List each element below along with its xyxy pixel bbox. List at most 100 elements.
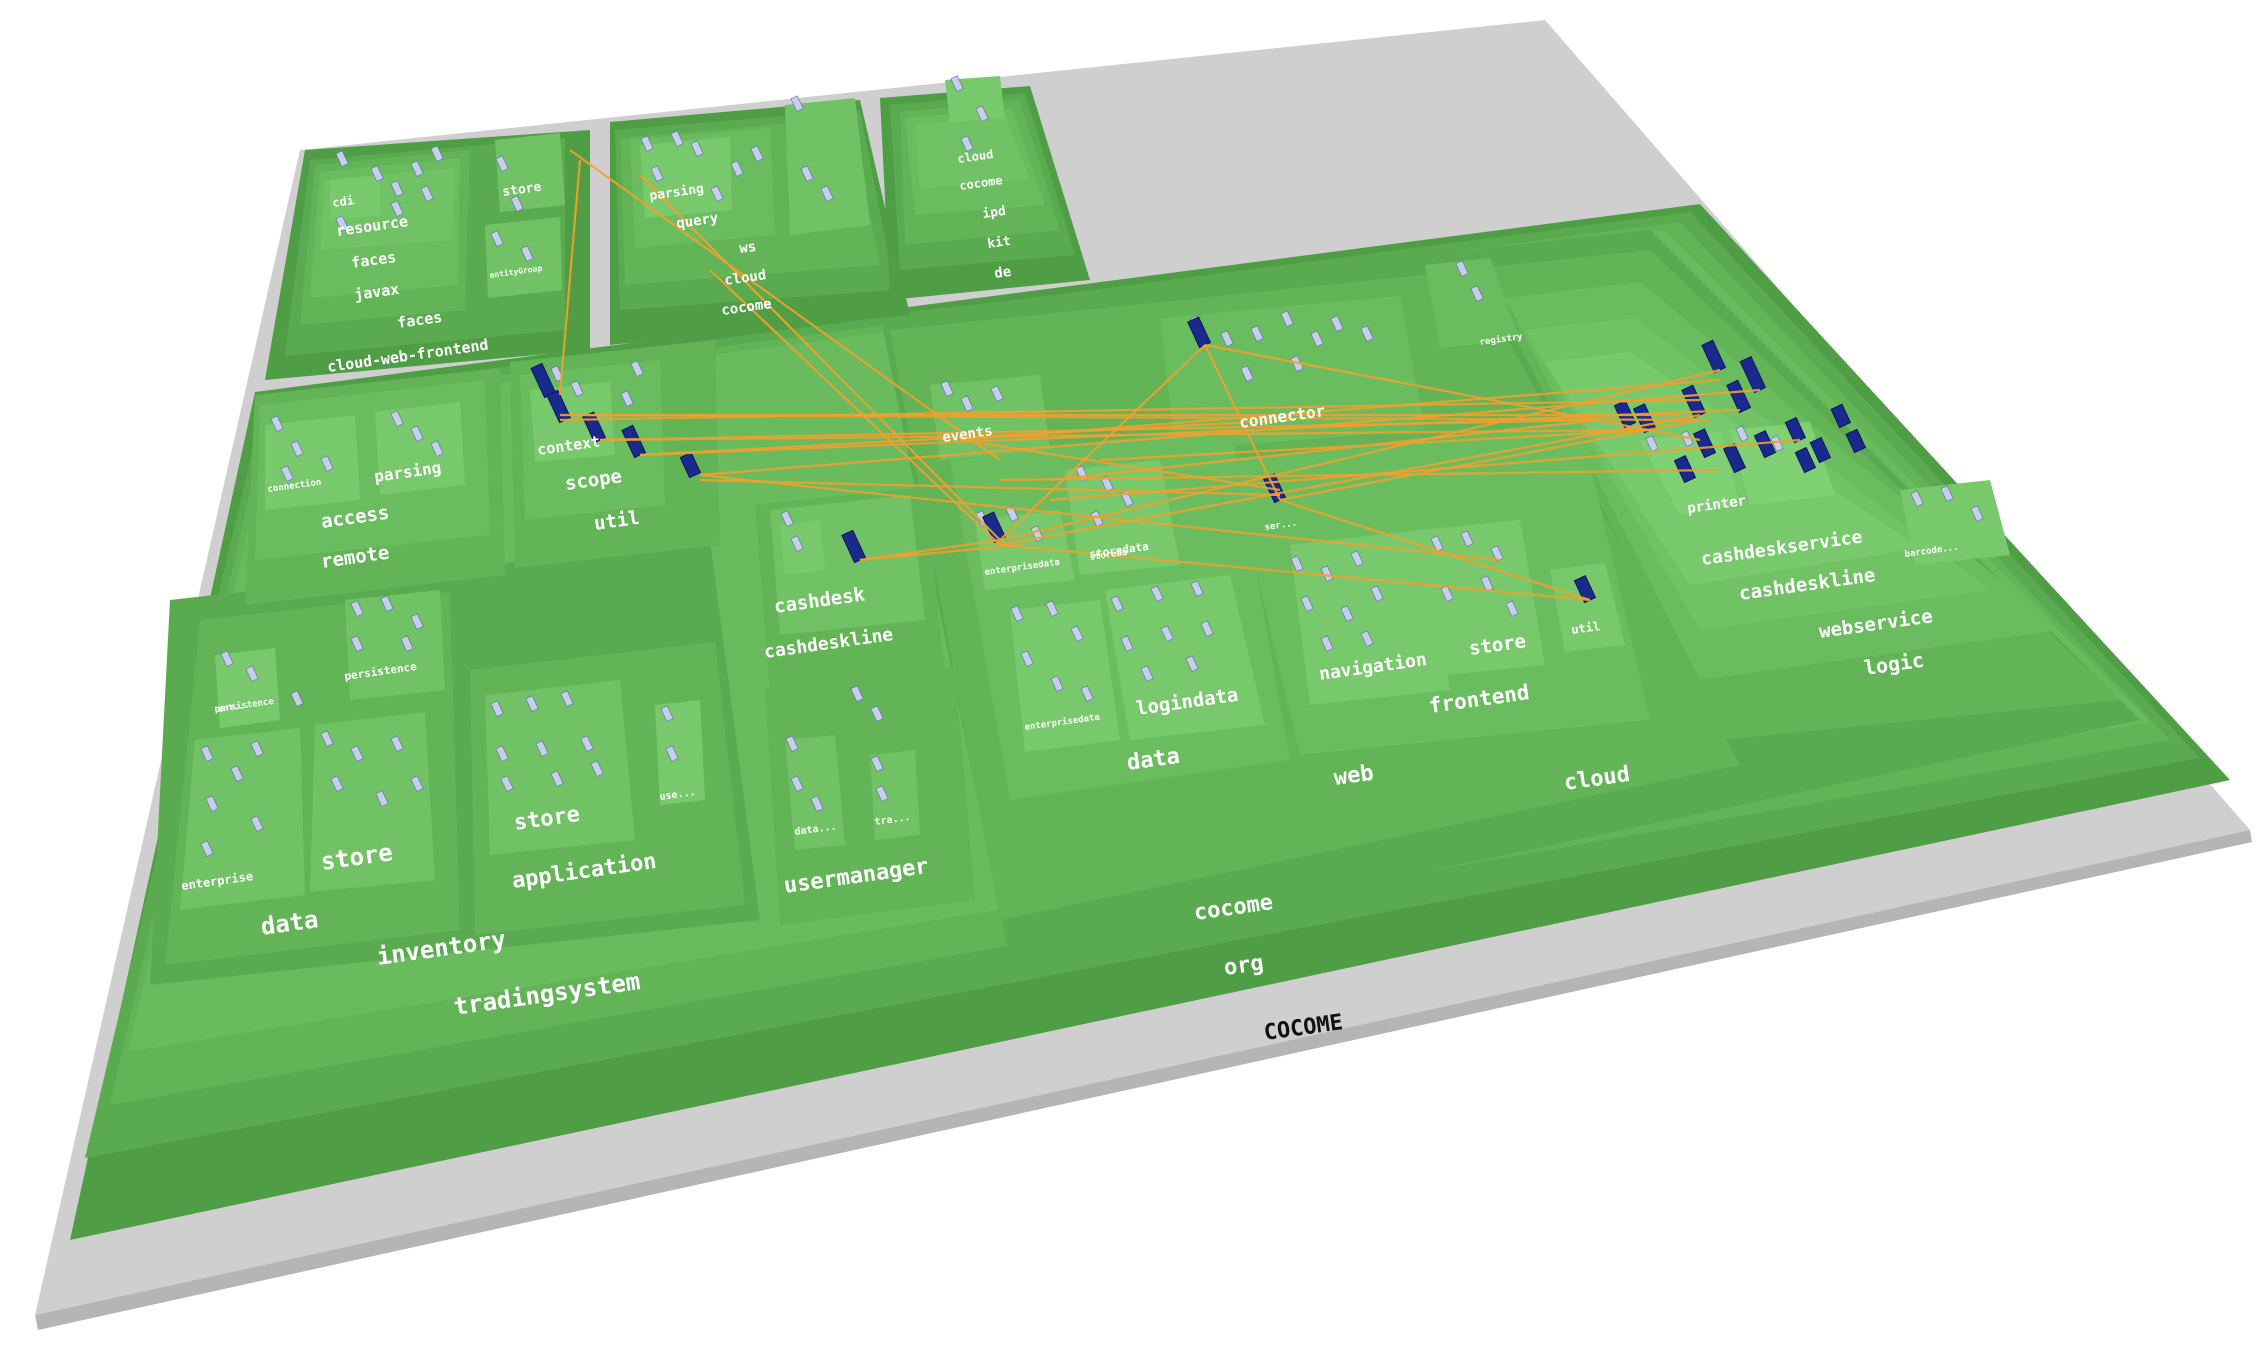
class-building[interactable]	[730, 160, 744, 177]
class-building[interactable]	[1845, 428, 1867, 454]
class-building[interactable]	[510, 195, 524, 212]
class-building[interactable]	[1110, 595, 1124, 612]
class-building[interactable]	[1240, 365, 1254, 382]
class-building[interactable]	[220, 650, 234, 667]
class-building[interactable]	[410, 775, 424, 792]
usermanager-slab[interactable]	[765, 668, 975, 925]
class-building[interactable]	[1220, 330, 1234, 347]
class-building[interactable]	[820, 185, 834, 202]
class-building[interactable]	[1470, 285, 1484, 302]
enterprise-slab[interactable]	[180, 728, 305, 910]
misc-top-slab[interactable]	[785, 98, 870, 235]
logindata-slab[interactable]	[1105, 575, 1265, 740]
class-building[interactable]	[640, 135, 654, 152]
class-building[interactable]	[1045, 600, 1059, 617]
class-building[interactable]	[1080, 685, 1094, 702]
class-building[interactable]	[1370, 585, 1384, 602]
class-building[interactable]	[1050, 675, 1064, 692]
class-building[interactable]	[500, 775, 514, 792]
class-building[interactable]	[375, 790, 389, 807]
class-building[interactable]	[670, 130, 684, 147]
class-building[interactable]	[525, 695, 539, 712]
class-building[interactable]	[1430, 535, 1444, 552]
class-building[interactable]	[710, 185, 724, 202]
class-building[interactable]	[205, 795, 219, 812]
class-building[interactable]	[800, 165, 814, 182]
connection-slab[interactable]	[265, 415, 360, 510]
class-building[interactable]	[490, 230, 504, 247]
registry-slab[interactable]	[1425, 258, 1520, 348]
class-building[interactable]	[1692, 428, 1717, 459]
barcode-slab[interactable]	[1900, 480, 2010, 565]
class-building[interactable]	[335, 215, 349, 232]
class-building[interactable]	[270, 415, 284, 432]
class-building[interactable]	[550, 770, 564, 787]
class-building[interactable]	[1726, 379, 1752, 414]
class-building[interactable]	[1160, 625, 1174, 642]
class-building[interactable]	[335, 150, 349, 167]
class-building[interactable]	[580, 735, 594, 752]
class-building[interactable]	[870, 705, 884, 722]
class-building[interactable]	[320, 455, 334, 472]
class-building[interactable]	[410, 425, 424, 442]
class-building[interactable]	[1120, 635, 1134, 652]
class-building[interactable]	[290, 440, 304, 457]
class-building[interactable]	[560, 690, 574, 707]
class-building[interactable]	[1185, 655, 1199, 672]
class-building[interactable]	[990, 385, 1004, 402]
class-buildings[interactable]	[200, 75, 1984, 857]
class-building[interactable]	[1460, 530, 1474, 547]
class-building[interactable]	[1280, 310, 1294, 327]
parsing-top-slab[interactable]	[640, 137, 732, 218]
class-building[interactable]	[570, 380, 584, 397]
data-um-slab[interactable]	[785, 735, 845, 850]
class-building[interactable]	[1140, 665, 1154, 682]
class-building[interactable]	[390, 410, 404, 427]
enterprisedata2-slab[interactable]	[1010, 600, 1120, 752]
util-web-slab[interactable]	[1550, 563, 1625, 652]
class-building[interactable]	[660, 705, 674, 722]
class-building[interactable]	[1320, 635, 1334, 652]
class-building[interactable]	[665, 745, 679, 762]
class-building[interactable]	[400, 635, 414, 652]
class-building[interactable]	[370, 165, 384, 182]
class-building[interactable]	[1360, 630, 1374, 647]
class-building[interactable]	[690, 140, 704, 157]
class-building[interactable]	[1310, 330, 1324, 347]
class-building[interactable]	[250, 740, 264, 757]
tra-slab[interactable]	[870, 750, 920, 840]
class-building[interactable]	[350, 600, 364, 617]
class-building[interactable]	[1455, 260, 1469, 277]
class-building[interactable]	[850, 685, 864, 702]
store-app-slab[interactable]	[485, 680, 635, 855]
class-building[interactable]	[590, 760, 604, 777]
class-building[interactable]	[1645, 435, 1659, 452]
persistence-slab[interactable]	[345, 590, 445, 700]
class-building[interactable]	[1070, 625, 1084, 642]
class-building[interactable]	[620, 390, 634, 407]
class-building[interactable]	[1250, 325, 1264, 342]
class-building[interactable]	[280, 465, 294, 482]
class-building[interactable]	[550, 365, 564, 382]
class-building[interactable]	[750, 145, 764, 162]
class-building[interactable]	[960, 395, 974, 412]
class-building[interactable]	[780, 510, 794, 527]
class-building[interactable]	[330, 775, 344, 792]
class-building[interactable]	[230, 765, 244, 782]
class-building[interactable]	[350, 745, 364, 762]
class-building[interactable]	[1970, 505, 1984, 522]
class-building[interactable]	[495, 155, 509, 172]
store-cwf-slab[interactable]	[495, 133, 565, 212]
class-building[interactable]	[790, 775, 804, 792]
use-slab[interactable]	[655, 700, 705, 805]
class-building[interactable]	[1360, 325, 1374, 342]
class-building[interactable]	[1300, 595, 1314, 612]
class-building[interactable]	[520, 245, 534, 262]
storedata-slab[interactable]	[1065, 460, 1180, 575]
class-building[interactable]	[1910, 490, 1924, 507]
class-building[interactable]	[810, 795, 824, 812]
ent-slab[interactable]	[215, 648, 280, 728]
class-building[interactable]	[975, 105, 989, 122]
class-building[interactable]	[410, 160, 424, 177]
